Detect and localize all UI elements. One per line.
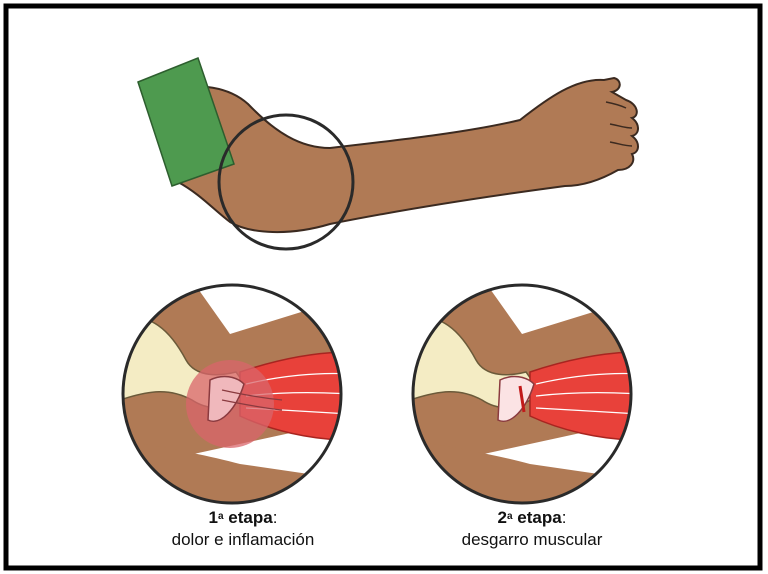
stage-2-description: desgarro muscular: [402, 529, 662, 551]
stage-2-ordinal: a: [507, 511, 513, 522]
stage-1-label: etapa: [228, 508, 272, 527]
stage-1-description: dolor e inflamación: [113, 529, 373, 551]
stage-2-title: 2a etapa:: [402, 507, 662, 529]
stage-1-caption: 1a etapa: dolor e inflamación: [113, 507, 373, 551]
stage-1-punct: :: [273, 508, 278, 527]
arm: [138, 58, 638, 249]
stage-1-detail: [120, 280, 350, 510]
arm-shape: [170, 78, 638, 232]
stage-2-punct: :: [562, 508, 567, 527]
stage-2-caption: 2a etapa: desgarro muscular: [402, 507, 662, 551]
stage-2-number: 2: [498, 508, 507, 527]
stage-2-label: etapa: [517, 508, 561, 527]
stage-1-ordinal: a: [218, 511, 224, 522]
stage-1-number: 1: [209, 508, 218, 527]
stage-1-title: 1a etapa:: [113, 507, 373, 529]
stage-2-detail: [410, 280, 640, 510]
